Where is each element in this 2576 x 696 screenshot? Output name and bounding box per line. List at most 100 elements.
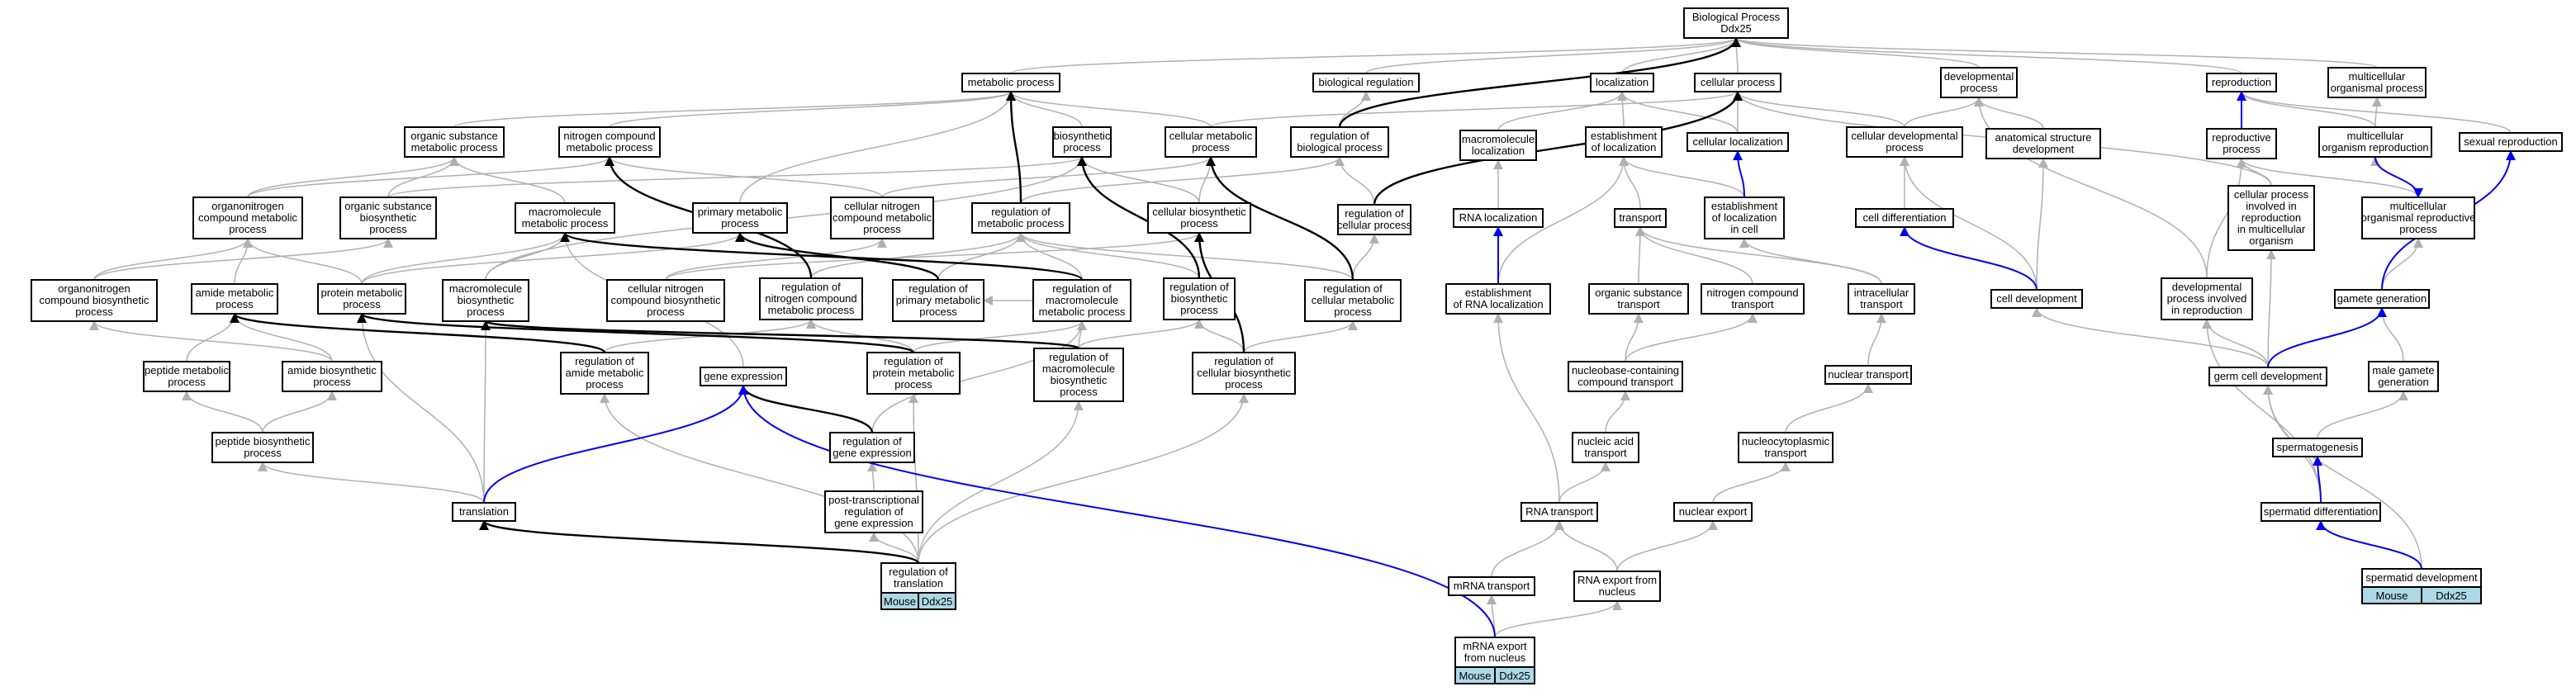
term-label-cellbio-line-0: cellular biosynthetic: [1152, 206, 1246, 218]
term-label-estrna-line-0: establishment: [1465, 286, 1532, 299]
term-label-loc-line-0: localization: [1596, 76, 1649, 88]
term-node-translation[interactable]: translation: [452, 502, 516, 522]
term-box-regcell: [1337, 204, 1411, 235]
term-node-spermatogen[interactable]: spermatogenesis: [2272, 438, 2363, 457]
is-a-edge-rnaexport-to-rnatrans: [1554, 520, 1618, 572]
term-box-celldevproc: [1846, 126, 1963, 158]
term-label-macromet-line-0: macromolecule: [529, 206, 601, 218]
term-node-nucexport[interactable]: nuclear export: [1673, 502, 1753, 522]
term-label-anatdev-line-0: anatomical structure: [1995, 131, 2091, 144]
term-label-devrepro-line-1: process involved: [2167, 292, 2247, 305]
term-node-gametegen[interactable]: gamete generation: [2334, 289, 2430, 309]
term-node-nucltrans[interactable]: nuclear transport: [1824, 365, 1912, 385]
term-label-macroloc-line-1: localization: [1472, 144, 1525, 157]
term-node-celldev[interactable]: cell development: [1990, 289, 2083, 309]
term-node-transport[interactable]: transport: [1614, 208, 1667, 228]
is-a-edge-cellnitmeta-to-cellmeta: [881, 156, 1216, 198]
term-label-multiorg-line-0: multicellular: [2349, 70, 2406, 83]
term-box-nittrans: [1701, 283, 1805, 315]
term-label-nucexport-line-0: nuclear export: [1679, 505, 1748, 518]
term-label-nittrans-line-1: transport: [1731, 298, 1774, 310]
term-node-rnaloc[interactable]: RNA localization: [1453, 208, 1544, 228]
term-node-rnatrans[interactable]: RNA transport: [1520, 502, 1598, 522]
term-box-spermatid: [2261, 502, 2381, 522]
term-node-regmacrobio[interactable]: regulation ofmacromoleculebiosyntheticpr…: [1033, 348, 1124, 402]
term-node-germcell[interactable]: germ cell development: [2208, 367, 2327, 386]
term-node-celldiff[interactable]: cell differentiation: [1855, 208, 1954, 228]
term-node-meta[interactable]: metabolic process: [961, 73, 1060, 92]
term-node-mrnatrans[interactable]: mRNA transport: [1448, 576, 1535, 596]
term-node-geneexp[interactable]: gene expression: [700, 367, 787, 386]
term-node-cellproc[interactable]: cellular process: [1694, 73, 1781, 92]
term-label-regmacro-line-0: regulation of: [1052, 282, 1112, 295]
is-a-edge-celldev-to-celldevproc: [1900, 156, 2038, 291]
term-label-nucacid-line-1: transport: [1584, 447, 1627, 459]
term-node-cellloc[interactable]: cellular localization: [1686, 132, 1789, 152]
term-node-loc[interactable]: localization: [1590, 73, 1654, 92]
term-node-repro[interactable]: reproduction: [2206, 73, 2277, 92]
is-a-edge-orgnitbio-to-orgsubbio: [93, 238, 393, 281]
term-box-regcellmeta: [1304, 279, 1402, 322]
term-node-bioreg[interactable]: biological regulation: [1312, 73, 1420, 92]
term-node-spermatid[interactable]: spermatid differentiation: [2261, 502, 2381, 522]
is-a-edge-macromet-to-orgsub: [449, 156, 566, 204]
term-node-sexrepro[interactable]: sexual reproduction: [2459, 132, 2563, 152]
